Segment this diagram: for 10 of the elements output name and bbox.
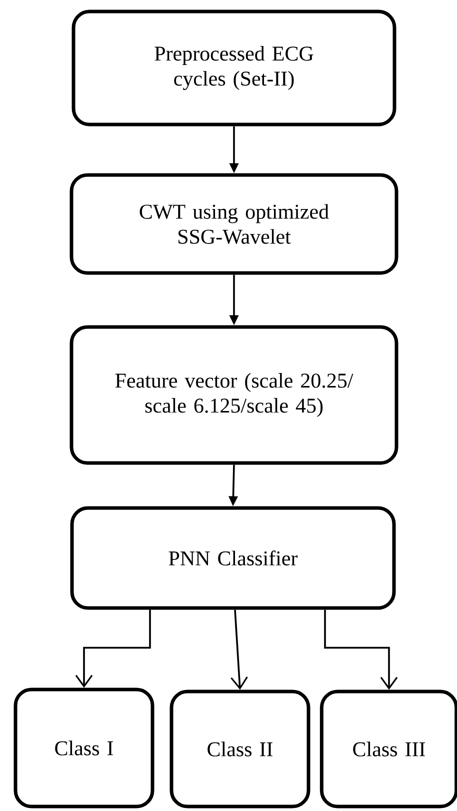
process-box: Feature vector (scale 20.25/ scale 6.125/scale 45) (70, 325, 398, 465)
process-box: Class III (320, 690, 457, 808)
arrow (75, 610, 151, 688)
process-box: Class II (170, 690, 310, 808)
arrow (324, 610, 398, 690)
process-box: CWT using optimized SSG-Wavelet (70, 173, 398, 275)
process-box: Class I (14, 688, 154, 808)
arrow (230, 610, 248, 690)
process-box: Preprocessed ECG cycles (Set-II) (72, 10, 396, 126)
process-box: PNN Classifier (70, 506, 396, 610)
